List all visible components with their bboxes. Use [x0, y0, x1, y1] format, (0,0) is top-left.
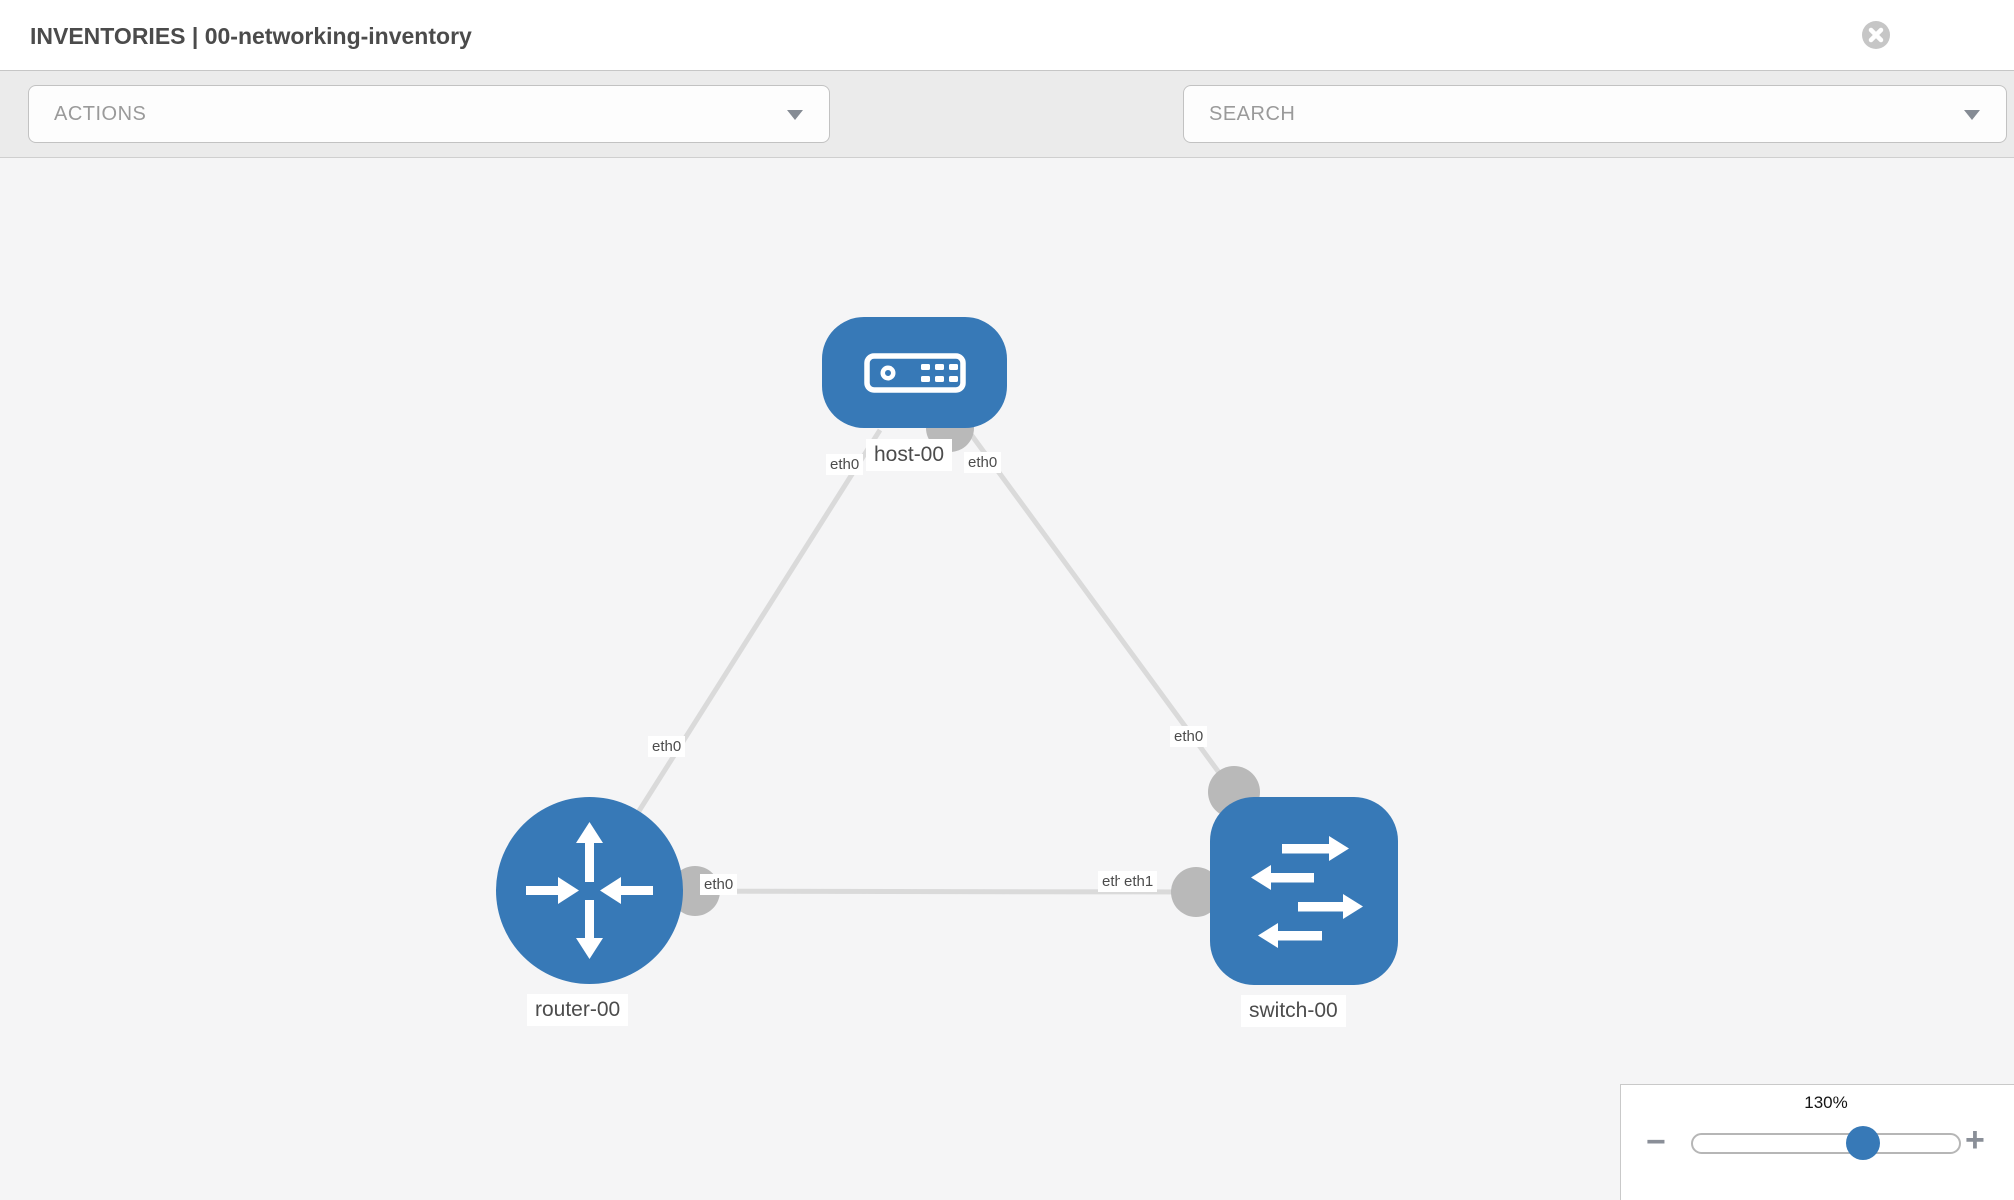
- switch-icon: [1251, 836, 1363, 948]
- interface-label-router-eth0: eth0: [700, 874, 738, 895]
- zoom-in-button[interactable]: +: [1965, 1121, 1985, 1159]
- caret-down-icon: [787, 110, 803, 120]
- node-label-router: router-00: [527, 994, 629, 1026]
- host-icon: [864, 353, 966, 393]
- node-router-00[interactable]: [496, 797, 683, 984]
- zoom-control-panel: 130% − +: [1620, 1084, 2014, 1200]
- zoom-level-value: 130%: [1804, 1093, 1848, 1112]
- router-icon: [526, 822, 653, 959]
- interface-label-switch-eth1: eth1: [1120, 871, 1158, 892]
- close-icon[interactable]: [1862, 21, 1890, 49]
- actions-dropdown-label: ACTIONS: [54, 103, 147, 125]
- interface-label-router-eth0-uplink: eth0: [648, 736, 686, 757]
- node-label-switch: switch-00: [1241, 995, 1346, 1027]
- port-switch-eth1[interactable]: [1171, 867, 1221, 917]
- zoom-out-button[interactable]: −: [1646, 1123, 1666, 1161]
- search-dropdown-label: SEARCH: [1209, 103, 1296, 125]
- interface-label-host-eth0-left: eth0: [826, 454, 864, 475]
- zoom-slider-handle[interactable]: [1846, 1126, 1880, 1160]
- node-label-host: host-00: [866, 439, 953, 471]
- page-title: INVENTORIES | 00-networking-inventory: [30, 23, 472, 49]
- interface-label-host-eth0-right: eth0: [964, 452, 1002, 473]
- x-glyph: [1868, 27, 1884, 43]
- interface-label-switch-eth0-uplink: eth0: [1170, 726, 1208, 747]
- topology-canvas[interactable]: [0, 158, 2014, 1200]
- actions-dropdown[interactable]: ACTIONS: [28, 85, 830, 143]
- node-host-00[interactable]: [822, 317, 1007, 428]
- zoom-slider-track[interactable]: [1691, 1133, 1961, 1154]
- caret-down-icon: [1964, 110, 1980, 120]
- toolbar: ACTIONS SEARCH: [0, 70, 2014, 202]
- node-switch-00[interactable]: [1210, 797, 1398, 985]
- search-dropdown[interactable]: SEARCH: [1183, 85, 2007, 143]
- header: INVENTORIES | 00-networking-inventory: [0, 0, 2014, 70]
